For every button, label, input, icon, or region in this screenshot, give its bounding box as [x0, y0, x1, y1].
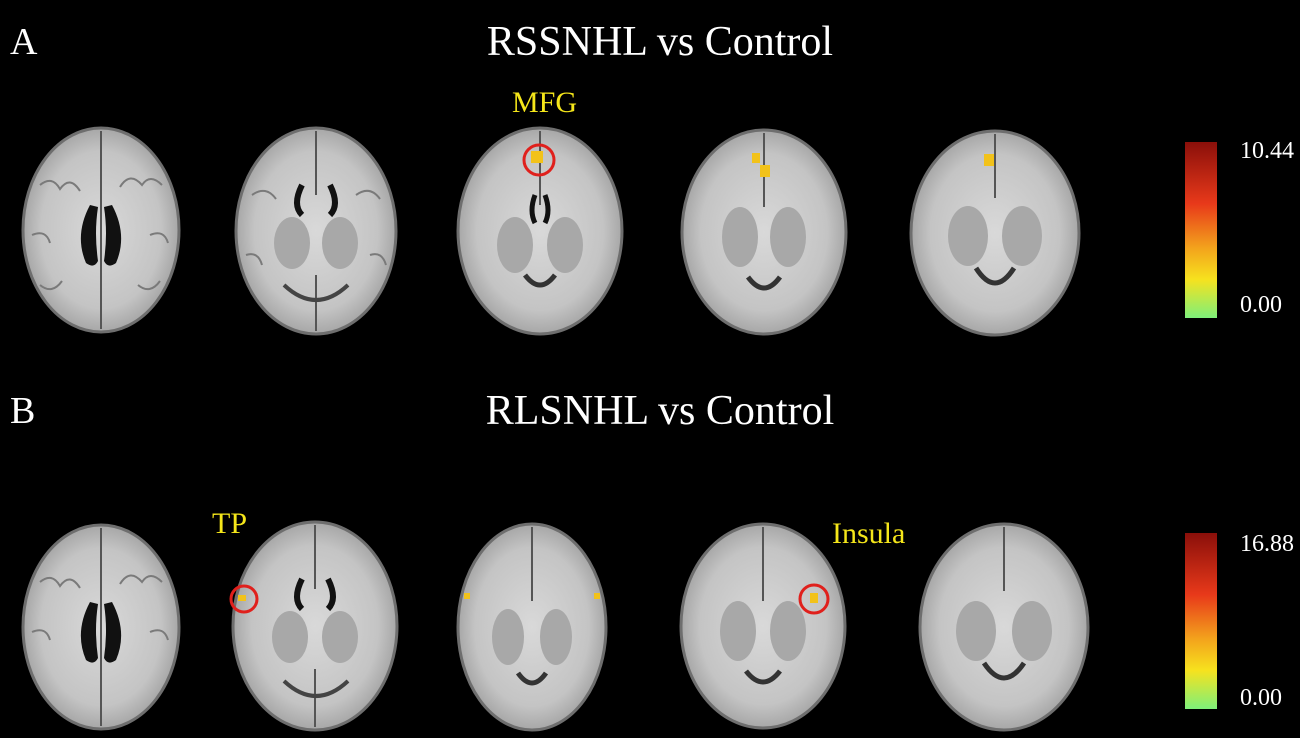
brain-slice — [232, 125, 400, 337]
colorbar-min: 0.00 — [1240, 685, 1282, 711]
colorbar-max: 10.44 — [1240, 138, 1294, 164]
activation-cluster — [984, 154, 994, 166]
panel-letter: A — [10, 21, 38, 63]
brain-slice — [455, 125, 625, 337]
highlight-circle — [798, 583, 830, 615]
highlight-circle — [229, 584, 259, 614]
brain-slice — [20, 125, 182, 335]
panel-letter: B — [10, 390, 36, 432]
activation-cluster — [752, 153, 760, 163]
colorbar-max: 16.88 — [1240, 531, 1294, 557]
colorbar-min: 0.00 — [1240, 292, 1282, 318]
highlight-circle — [522, 143, 556, 177]
brain-slice — [909, 128, 1081, 338]
brain-slice — [229, 519, 400, 733]
colorbar — [1185, 142, 1217, 318]
region-label-tp: TP — [212, 507, 248, 540]
brain-slice — [456, 521, 608, 733]
brain-slice — [20, 522, 182, 732]
activation-cluster — [464, 593, 470, 599]
panel-title: RSSNHL vs Control — [486, 19, 834, 65]
brain-slice — [678, 521, 848, 731]
brain-slice — [680, 127, 848, 337]
panel-title: RLSNHL vs Control — [485, 388, 835, 434]
activation-cluster — [238, 595, 246, 601]
panel-a: A RSSNHL vs Control — [10, 19, 1294, 338]
colorbar — [1185, 533, 1217, 709]
region-label-mfg: MFG — [512, 86, 578, 119]
activation-cluster — [531, 151, 543, 163]
region-label-insula: Insula — [832, 517, 906, 550]
panel-b: B RLSNHL vs Control TP — [0, 369, 1300, 738]
activation-cluster — [760, 165, 770, 177]
activation-cluster — [594, 593, 600, 599]
activation-cluster — [810, 593, 818, 603]
brain-slice — [918, 521, 1090, 733]
